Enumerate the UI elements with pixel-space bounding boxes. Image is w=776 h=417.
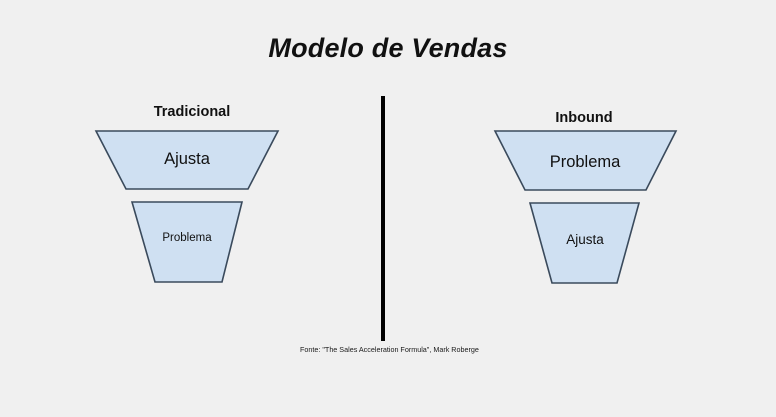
left-funnel-stage-top-label: Ajusta bbox=[164, 150, 210, 168]
left-funnel-heading: Tradicional bbox=[153, 104, 231, 120]
right-funnel-heading: Inbound bbox=[555, 110, 613, 126]
slide-title: Modelo de Vendas bbox=[268, 33, 508, 63]
left-funnel-stage-bottom-label: Problema bbox=[162, 232, 212, 244]
source-citation: Fonte: "The Sales Acceleration Formula",… bbox=[300, 345, 479, 354]
right-funnel-stage-top-label: Problema bbox=[549, 153, 621, 171]
right-funnel-stage-bottom-label: Ajusta bbox=[566, 232, 604, 247]
vertical-divider bbox=[381, 96, 385, 341]
